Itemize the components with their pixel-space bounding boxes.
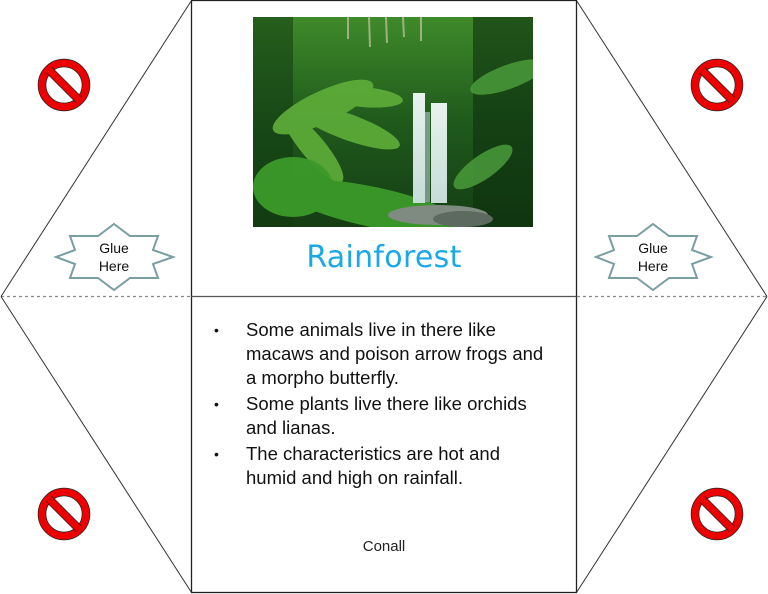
prohibited-icon [37, 487, 91, 541]
facts-list: • Some animals live in there like macaws… [214, 318, 544, 492]
bullet-icon: • [214, 446, 219, 462]
glue-label-line2: Here [637, 258, 669, 274]
fact-text: Some plants live there like orchids and … [246, 393, 527, 438]
list-item: • Some plants live there like orchids an… [214, 392, 544, 440]
prohibited-icon [690, 58, 744, 112]
glue-label-line1: Glue [638, 240, 668, 256]
glue-here-label-left: Glue Here [74, 239, 154, 275]
glue-label-line1: Glue [99, 240, 129, 256]
list-item: • The characteristics are hot and humid … [214, 442, 544, 490]
prohibited-icon [690, 487, 744, 541]
prohibited-icon [37, 58, 91, 112]
glue-star-right [593, 222, 714, 292]
bullet-icon: • [214, 396, 219, 412]
fact-text: Some animals live in there like macaws a… [246, 319, 544, 388]
page-title: Rainforest [306, 240, 462, 275]
rainforest-photo [253, 17, 533, 227]
list-item: • Some animals live in there like macaws… [214, 318, 544, 390]
glue-star-left [53, 222, 177, 292]
glue-label-line2: Here [98, 258, 130, 274]
author-name: Conall [362, 538, 406, 555]
glue-here-label-right: Glue Here [613, 239, 693, 275]
bullet-icon: • [214, 322, 219, 338]
fact-text: The characteristics are hot and humid an… [246, 443, 500, 488]
